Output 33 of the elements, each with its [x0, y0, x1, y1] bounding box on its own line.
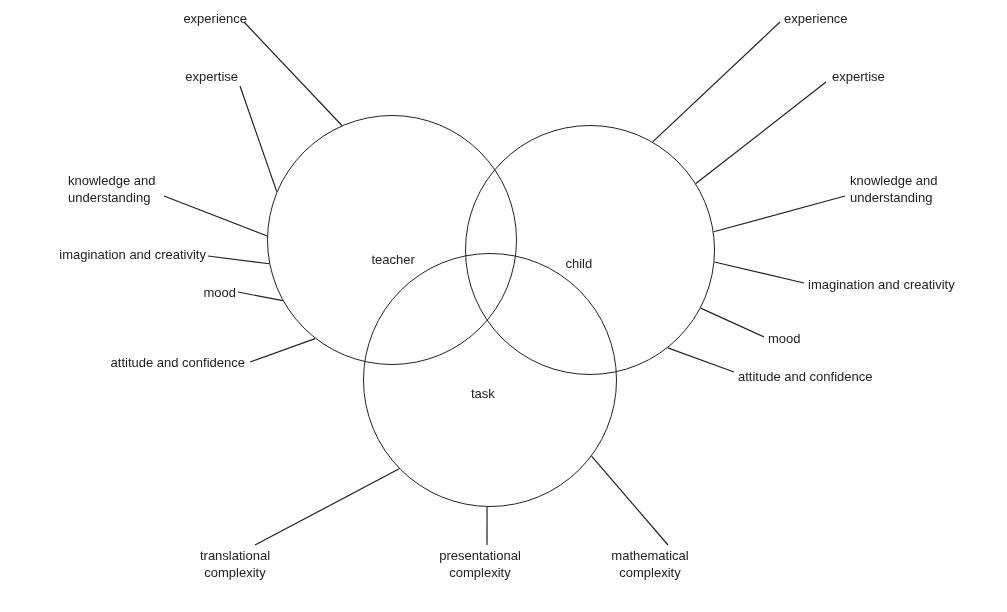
leader-line [667, 347, 735, 373]
factor-label: imagination and creativity [808, 276, 1006, 293]
factor-label: knowledge and understanding [850, 172, 990, 206]
leader-line [239, 85, 278, 193]
leader-line [700, 307, 765, 338]
factor-label: attitude and confidence [30, 354, 245, 371]
factor-label: mathematical complexity [600, 547, 700, 581]
factor-label: imagination and creativity [8, 246, 206, 263]
factor-label: expertise [160, 68, 238, 85]
leader-line [713, 195, 846, 233]
factor-label: experience [784, 10, 864, 27]
circle-label: task [471, 385, 495, 401]
leader-line [652, 21, 781, 143]
leader-line [237, 291, 284, 302]
leader-line [695, 81, 827, 185]
factor-label: mood [180, 284, 236, 301]
leader-line [591, 455, 669, 546]
leader-line [163, 195, 268, 237]
factor-label: knowledge and understanding [68, 172, 162, 206]
leader-line [243, 21, 343, 127]
leader-line [713, 261, 805, 284]
factor-label: attitude and confidence [738, 368, 938, 385]
circle-label: teacher [371, 251, 415, 267]
leader-line [249, 337, 316, 363]
factor-label: translational complexity [190, 547, 280, 581]
circle-label: child [565, 255, 593, 271]
leader-line [254, 468, 400, 546]
leader-line [207, 255, 270, 265]
factor-label: experience [172, 10, 247, 27]
leader-line [486, 506, 488, 546]
factor-label: expertise [832, 68, 912, 85]
factor-label: presentational complexity [425, 547, 535, 581]
factor-label: mood [768, 330, 828, 347]
